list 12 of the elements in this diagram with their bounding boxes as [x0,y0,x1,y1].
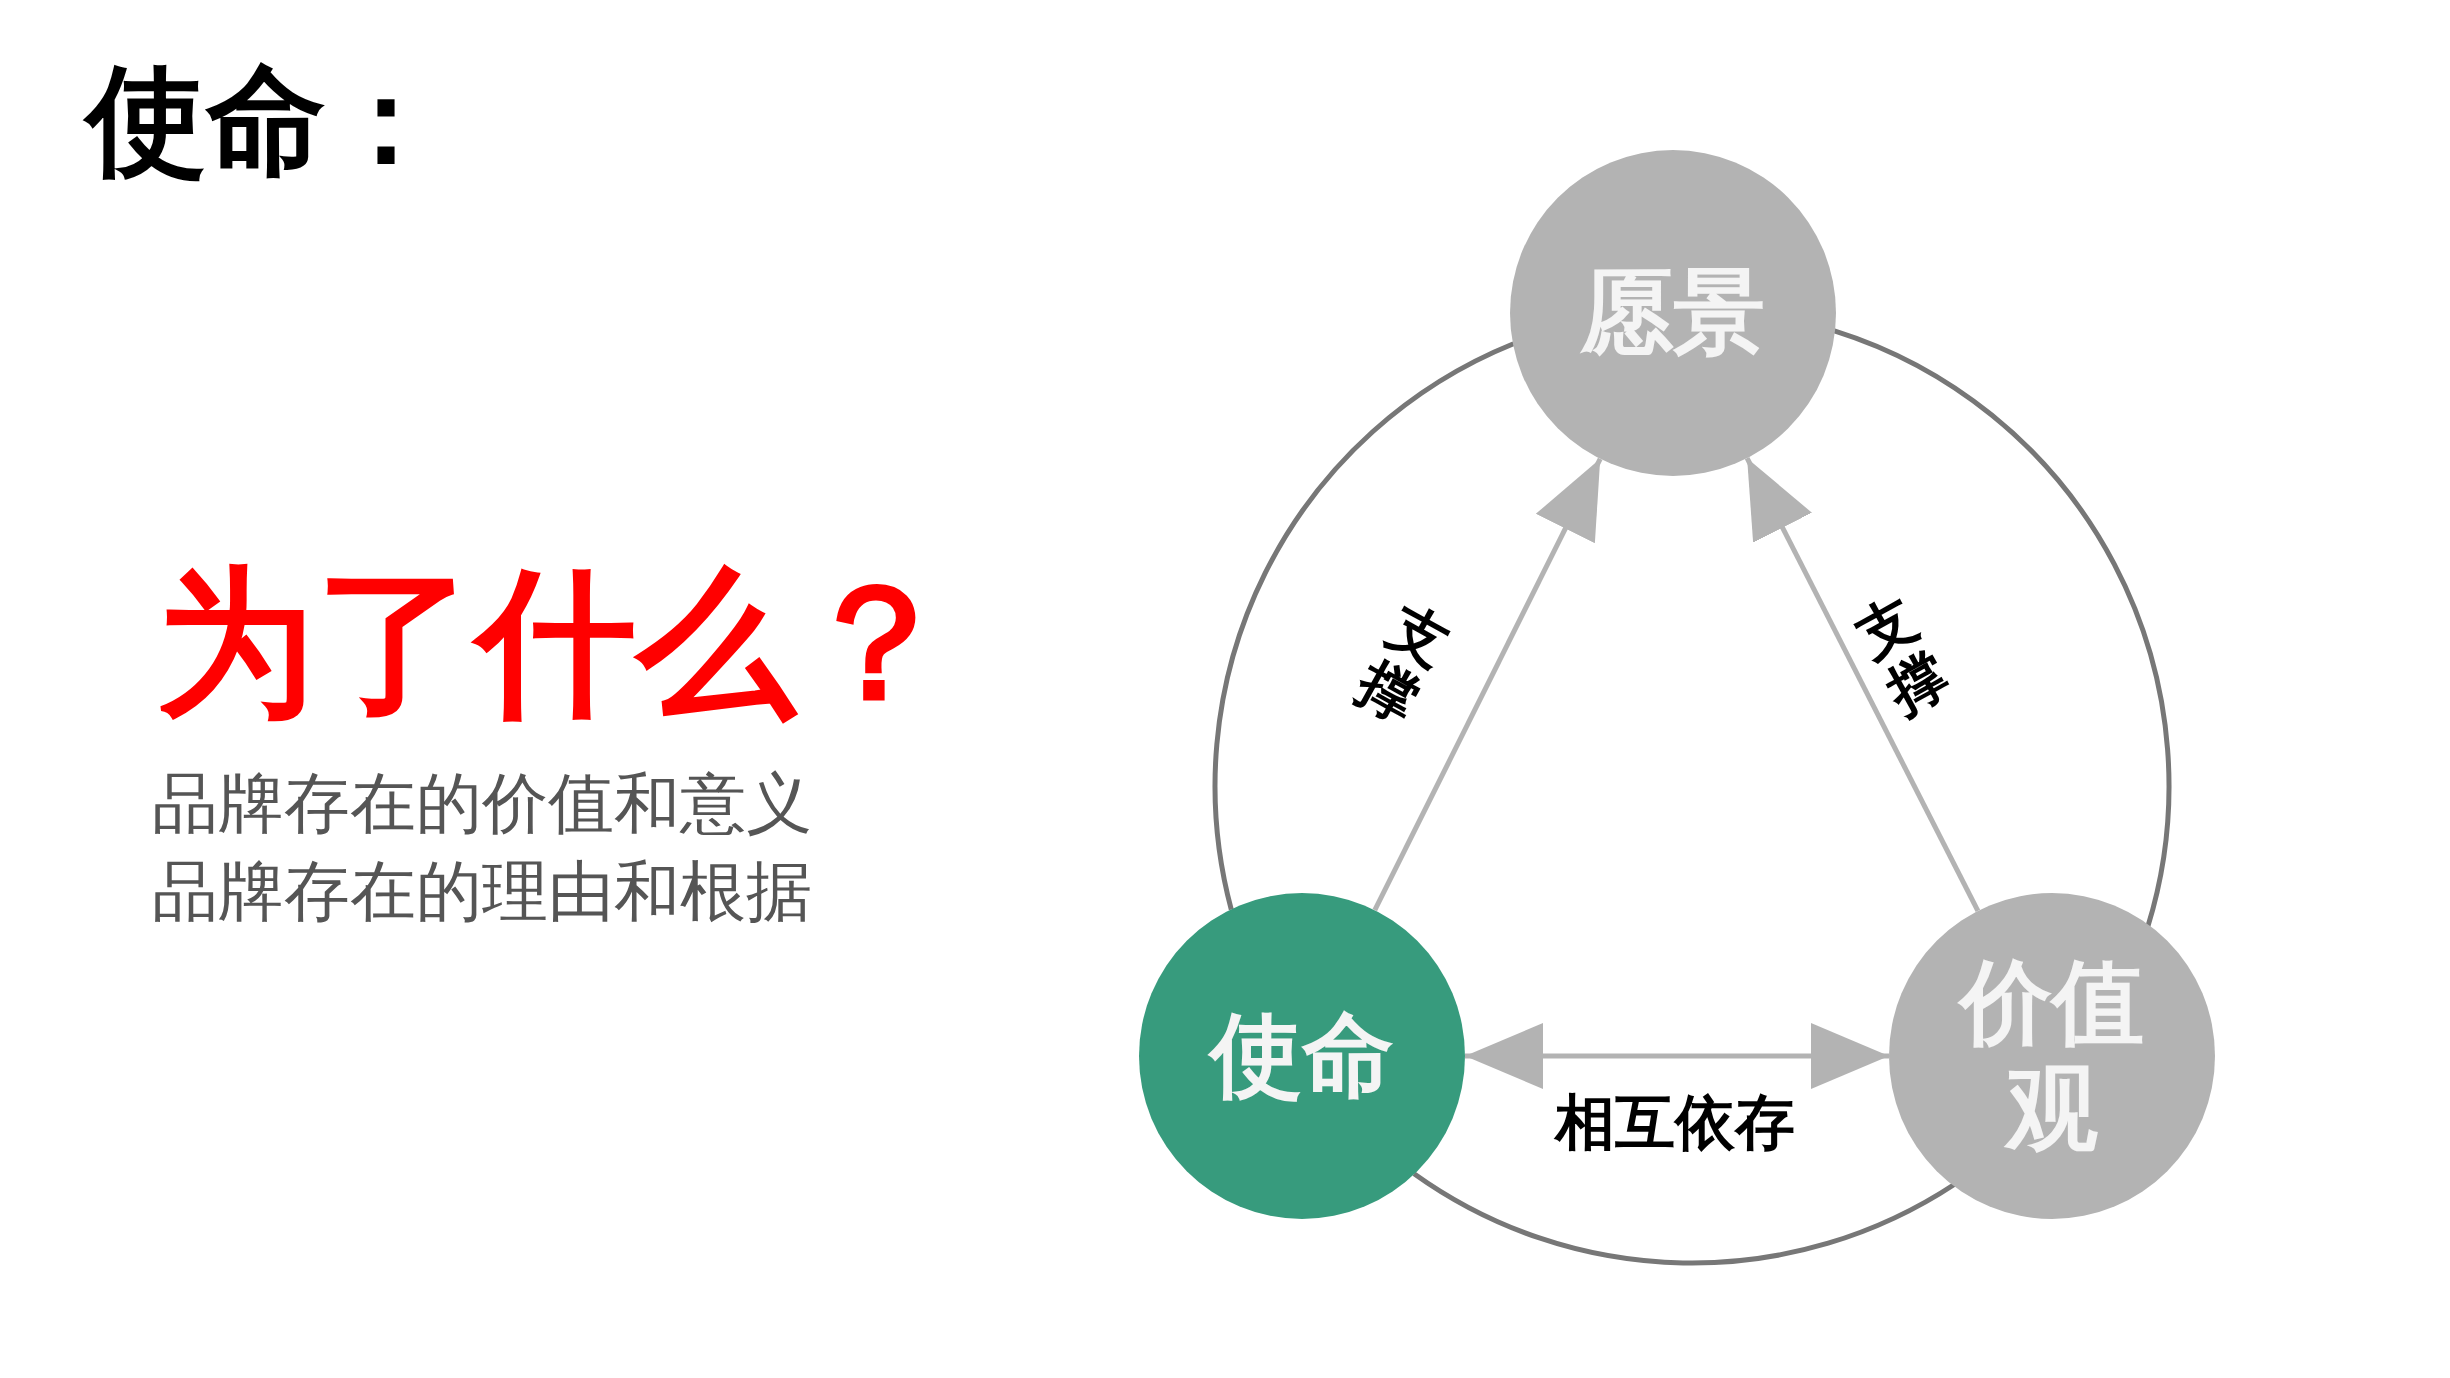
description-line: 品牌存在的理由和根据 [152,852,812,932]
node-label: 价值观 [1955,950,2149,1162]
node-label: 使命 [1200,1003,1404,1109]
arrow [1744,457,1981,912]
ring-arc [1833,328,2171,928]
arrow [1465,1023,1889,1089]
arrow [1372,457,1603,912]
node-label: 愿景 [1579,260,1766,366]
ring-arc [1412,1171,1957,1266]
description-line: 品牌存在的价值和意义 [152,764,812,844]
question-heading: 为了什么？ [156,555,956,731]
ring-arc [1212,341,1515,911]
